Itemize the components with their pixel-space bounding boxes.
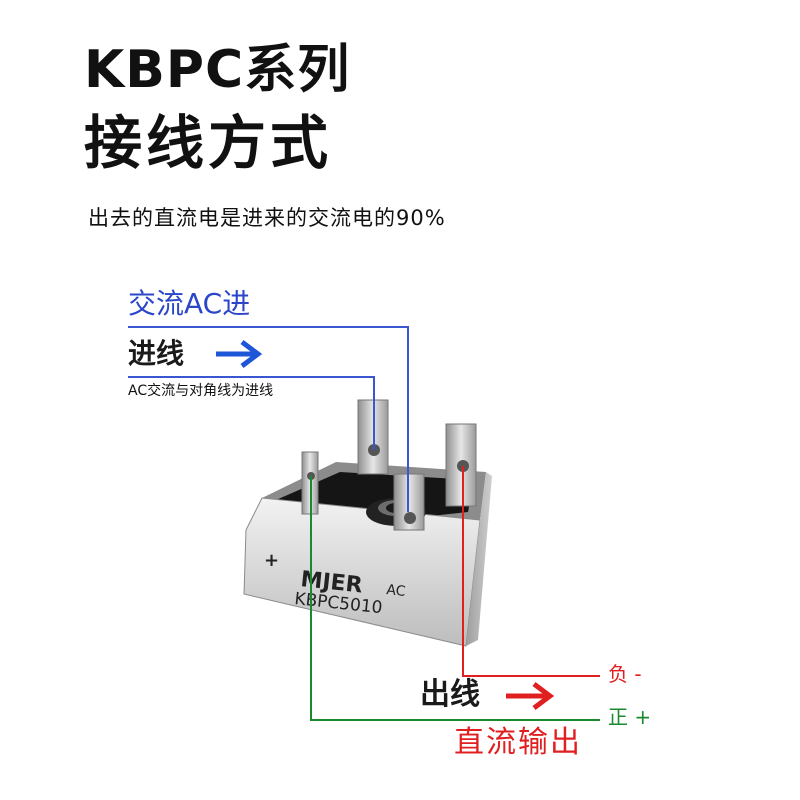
- page-title-line2: 接线方式: [84, 109, 333, 177]
- plus-mark: +: [264, 550, 279, 571]
- arrow-right-icon: [216, 340, 263, 368]
- ac-input-title: 交流AC进: [128, 287, 251, 320]
- positive-terminal-label: 正 +: [608, 705, 652, 729]
- dc-output-title: 直流输出: [454, 725, 582, 760]
- dc-output-label: 出线: [420, 677, 480, 712]
- arrow-right-icon: [506, 682, 555, 710]
- negative-wire: [462, 466, 600, 677]
- ac-input-label: 进线: [128, 337, 185, 370]
- terminal-pin-right: [445, 423, 477, 507]
- page-subtitle: 出去的直流电是进来的交流电的90%: [88, 206, 446, 230]
- page-title-line1: KBPC系列: [84, 40, 351, 100]
- positive-wire: [310, 476, 600, 721]
- ac-wire-inner: [128, 376, 375, 450]
- ac-mark: AC: [386, 582, 407, 600]
- negative-terminal-label: 负 -: [608, 662, 642, 686]
- ac-input-note: AC交流与对角线为进线: [128, 383, 274, 399]
- ac-wire-outer: [128, 326, 409, 512]
